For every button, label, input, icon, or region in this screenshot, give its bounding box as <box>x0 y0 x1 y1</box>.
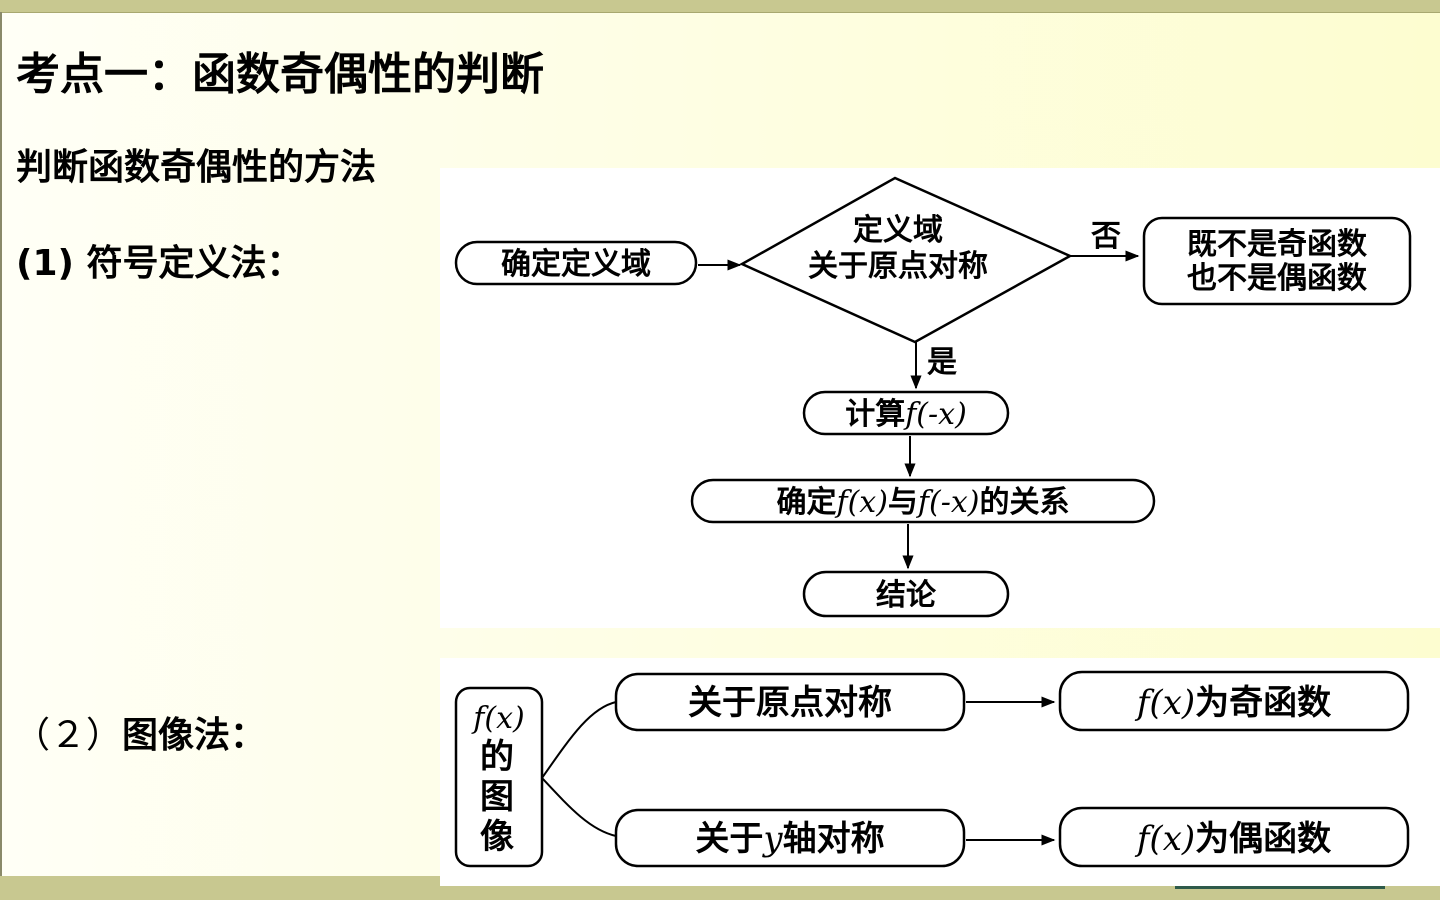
odd-function-box <box>1058 670 1410 732</box>
domain-box <box>454 240 698 286</box>
graph-method-flowchart: f(x) 的 图 像 关于原点对称 f(x)为奇函数 关于y轴对称 f(x)为偶… <box>440 658 1440 886</box>
branch-curve-y-axis <box>541 777 617 837</box>
y-axis-symmetry-text: 关于y轴对称 <box>695 819 884 859</box>
compute-box <box>802 390 1010 436</box>
neither-text-line-1: 既不是奇函数 <box>1187 227 1368 262</box>
function-graph-expr: f(x) <box>471 701 524 736</box>
graph-flowchart-svg: f(x) 的 图 像 关于原点对称 f(x)为奇函数 关于y轴对称 f(x)为偶… <box>454 670 1410 868</box>
decision-text-line-1: 定义域 <box>853 213 943 248</box>
method-2-label: （２）图像法： <box>14 706 266 758</box>
neither-text-line-2: 也不是偶函数 <box>1187 261 1368 296</box>
bottom-accent-line <box>1175 886 1385 889</box>
even-function-text: f(x)为偶函数 <box>1134 819 1331 859</box>
conclusion-box <box>802 570 1010 618</box>
left-border-line <box>0 12 2 876</box>
function-graph-char-2: 图 <box>480 777 514 817</box>
decision-text-line-2: 关于原点对称 <box>808 249 988 284</box>
no-label: 否 <box>1091 219 1121 254</box>
function-graph-char-1: 的 <box>480 737 514 777</box>
relation-box <box>690 478 1156 524</box>
function-graph-char-3: 像 <box>480 817 514 857</box>
method-2-number: （２） <box>14 715 123 756</box>
slide-title: 考点一：函数奇偶性的判断 <box>16 49 544 100</box>
yes-label: 是 <box>927 345 957 380</box>
compute-box-text: 计算f(-x) <box>845 397 967 432</box>
definition-method-flowchart: 确定定义域 定义域 关于原点对称 否 既不是奇函数 也不是偶函数 是 计算f(-… <box>440 168 1440 628</box>
relation-box-text: 确定f(x)与f(-x)的关系 <box>776 485 1069 520</box>
y-axis-symmetry-box <box>614 808 966 868</box>
conclusion-box-text: 结论 <box>876 578 937 613</box>
method-1-label: (1) 符号定义法： <box>16 243 303 284</box>
even-function-box <box>1058 806 1410 868</box>
top-decoration-bar <box>0 0 1440 13</box>
neither-odd-nor-even-box <box>1142 216 1412 306</box>
branch-curve-origin <box>541 701 617 779</box>
domain-box-text: 确定定义域 <box>501 247 651 282</box>
definition-flowchart-svg: 确定定义域 定义域 关于原点对称 否 既不是奇函数 也不是偶函数 是 计算f(-… <box>454 176 1412 618</box>
slide-subtitle: 判断函数奇偶性的方法 <box>16 147 377 188</box>
origin-symmetry-text: 关于原点对称 <box>688 683 892 723</box>
origin-symmetry-box <box>614 672 966 732</box>
odd-function-text: f(x)为奇函数 <box>1134 683 1331 723</box>
method-2-text: 图像法： <box>122 715 267 756</box>
